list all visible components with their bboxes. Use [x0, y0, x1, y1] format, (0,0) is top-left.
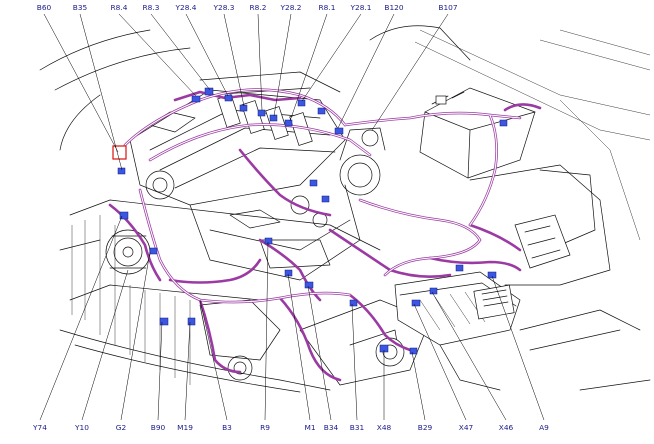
label-x46: X46 — [499, 423, 514, 432]
label-b90: B90 — [151, 423, 166, 432]
label-r8-1: R8.1 — [319, 3, 336, 12]
label-r8-4: R8.4 — [111, 3, 128, 12]
label-y28-3: Y28.3 — [213, 3, 235, 12]
label-m19: M19 — [177, 423, 193, 432]
label-b3: B3 — [222, 423, 232, 432]
bottom-labels: Y74 Y10 G2 B90 M19 B3 R9 M1 B34 B31 X48 … — [32, 423, 549, 432]
label-m1: M1 — [304, 423, 315, 432]
label-g2: G2 — [116, 423, 126, 432]
label-b31: B31 — [350, 423, 365, 432]
connector-markers — [117, 87, 508, 355]
label-b35: B35 — [73, 3, 88, 12]
highlighted-component-marker — [112, 145, 127, 160]
label-y28-2: Y28.2 — [280, 3, 302, 12]
label-x47: X47 — [459, 423, 474, 432]
top-labels: B60 B35 R8.4 R8.3 Y28.4 Y28.3 R8.2 Y28.2… — [37, 3, 458, 12]
label-b120: B120 — [384, 3, 403, 12]
label-r8-3: R8.3 — [143, 3, 160, 12]
wiring-harness — [108, 88, 542, 382]
label-y74: Y74 — [32, 423, 47, 432]
label-y28-4: Y28.4 — [175, 3, 197, 12]
label-r9: R9 — [260, 423, 270, 432]
label-a9: A9 — [539, 423, 549, 432]
label-y10: Y10 — [74, 423, 89, 432]
label-y28-1: Y28.1 — [350, 3, 372, 12]
label-r8-2: R8.2 — [250, 3, 267, 12]
leader-lines — [39, 13, 545, 421]
label-b29: B29 — [418, 423, 433, 432]
label-b107: B107 — [438, 3, 457, 12]
label-b60: B60 — [37, 3, 52, 12]
label-x48: X48 — [377, 423, 392, 432]
engine-bay-line-art — [39, 25, 651, 393]
label-b34: B34 — [324, 423, 339, 432]
